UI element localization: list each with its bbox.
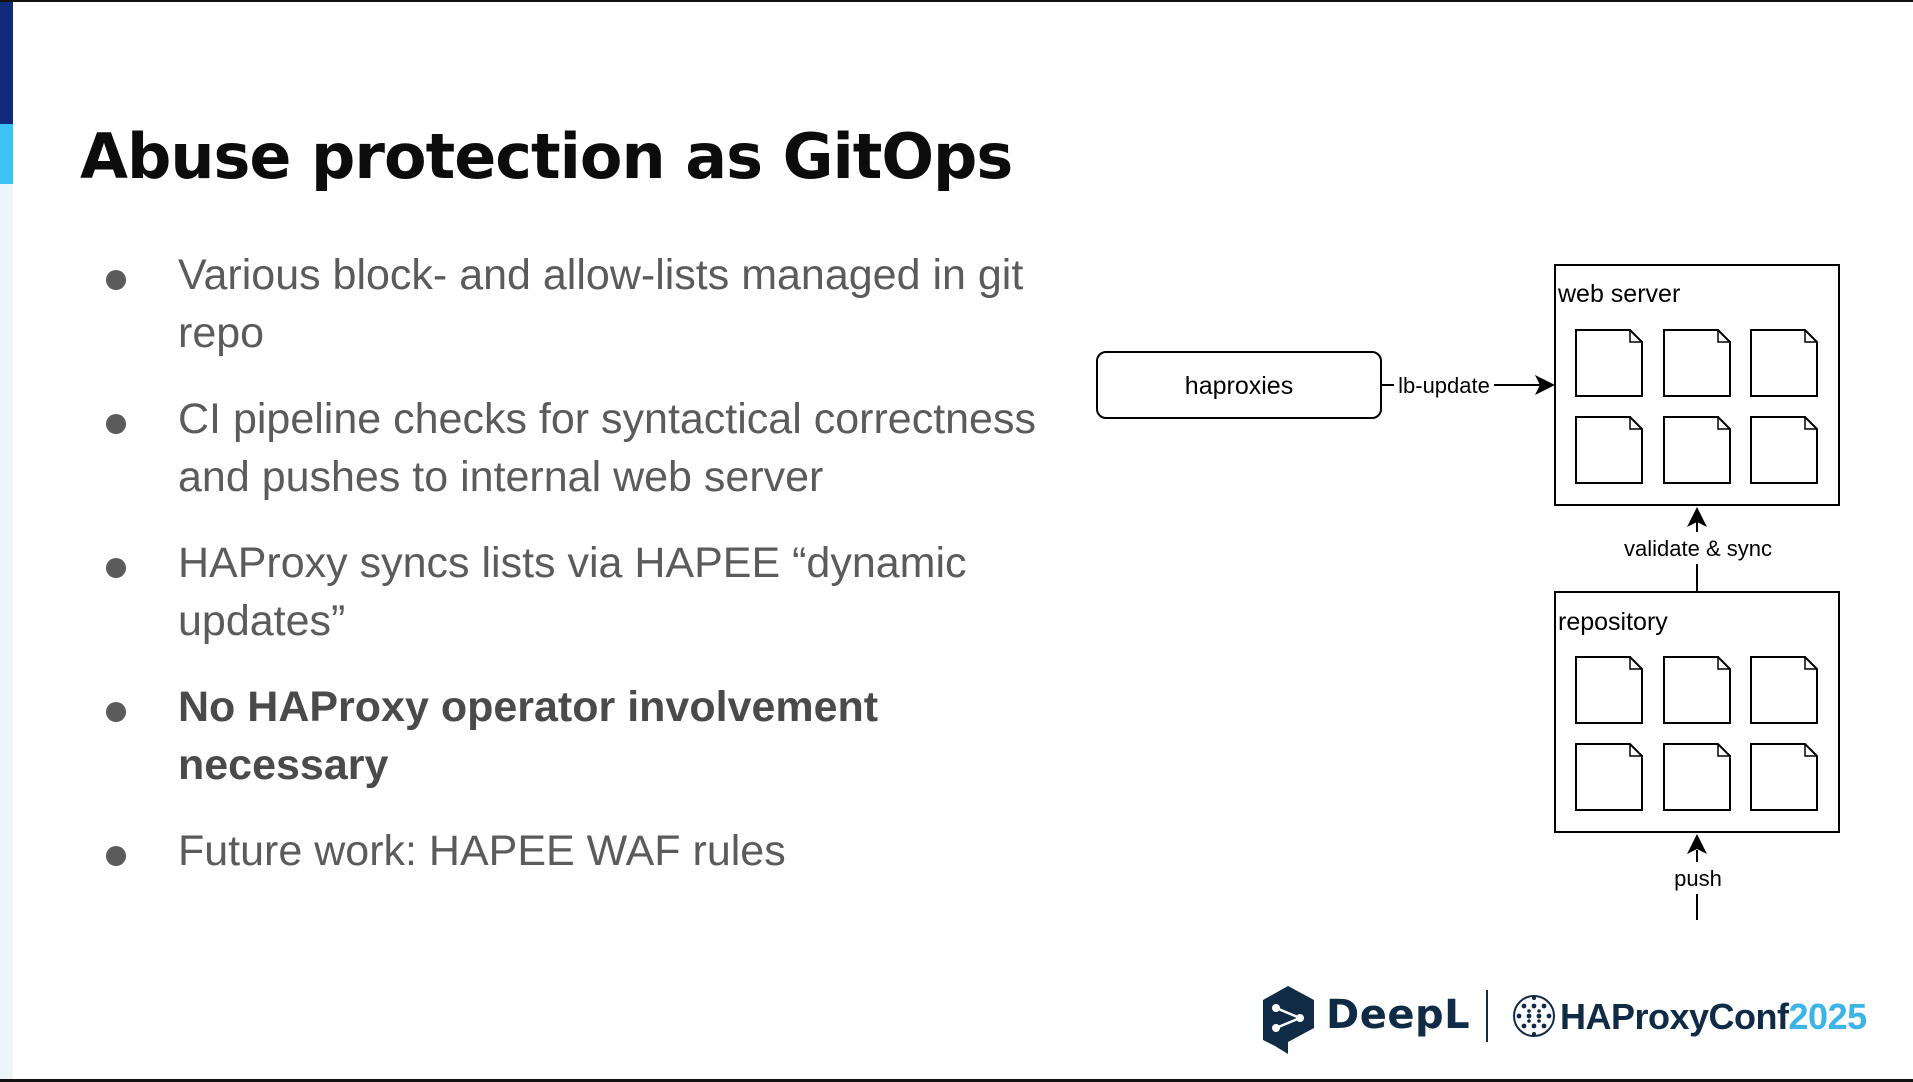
haproxies-label: haproxies	[1185, 372, 1293, 400]
bullet-text: Future work: HAPEE WAF rules	[178, 827, 786, 875]
file-icon	[1663, 329, 1731, 397]
deepl-logo-text: DeepL	[1326, 992, 1471, 1038]
lb-update-label-background	[1394, 370, 1494, 400]
logo-separator	[1486, 990, 1488, 1042]
file-icon	[1750, 416, 1818, 484]
file-icon	[1663, 656, 1731, 724]
push-label-background	[1662, 862, 1734, 894]
file-icon	[1575, 329, 1643, 397]
haproxyconf-logo-name: HAProxyConf	[1560, 996, 1789, 1037]
file-icon	[1750, 329, 1818, 397]
bullet-text: No HAProxy operator involvement necessar…	[178, 683, 879, 789]
bullet-item: Various block- and allow-lists managed i…	[100, 246, 1050, 362]
bullet-text: CI pipeline checks for syntactical corre…	[178, 395, 1036, 501]
haproxyconf-globe-icon	[1513, 995, 1555, 1037]
accent-stripe-navy	[0, 2, 13, 124]
bullet-item: CI pipeline checks for syntactical corre…	[100, 390, 1050, 506]
file-icon	[1663, 743, 1731, 811]
push-label: push	[1674, 866, 1722, 891]
bullet-dot-icon	[106, 414, 126, 434]
repository-label: repository	[1558, 608, 1668, 636]
bullet-text: HAProxy syncs lists via HAPEE “dynamic u…	[178, 539, 967, 645]
accent-stripe-cyan	[0, 124, 13, 184]
bullet-item: HAProxy syncs lists via HAPEE “dynamic u…	[100, 534, 1050, 650]
bullet-dot-icon	[106, 702, 126, 722]
file-icon	[1575, 656, 1643, 724]
bullet-dot-icon	[106, 558, 126, 578]
push-arrowhead-icon	[1687, 834, 1707, 854]
bullet-item-emphasized: No HAProxy operator involvement necessar…	[100, 678, 1050, 794]
bullet-item: Future work: HAPEE WAF rules	[100, 822, 1050, 880]
validate-sync-label-background	[1612, 532, 1784, 564]
file-icon	[1750, 743, 1818, 811]
bullet-dot-icon	[106, 270, 126, 290]
file-icon	[1663, 416, 1731, 484]
web-server-label: web server	[1557, 280, 1680, 308]
accent-stripe-background	[0, 2, 13, 1079]
bullet-list: Various block- and allow-lists managed i…	[100, 246, 1050, 908]
validate-sync-arrowhead-icon	[1687, 507, 1707, 527]
lb-update-label: lb-update	[1398, 373, 1490, 398]
file-icon	[1575, 416, 1643, 484]
haproxyconf-logo: HAProxyConf2025	[1560, 996, 1867, 1038]
file-icon	[1750, 656, 1818, 724]
deepl-logo-icon	[1263, 986, 1314, 1054]
file-icon	[1575, 743, 1643, 811]
bullet-dot-icon	[106, 846, 126, 866]
validate-sync-label: validate & sync	[1624, 536, 1772, 561]
haproxyconf-logo-year: 2025	[1788, 996, 1868, 1037]
slide-title: Abuse protection as GitOps	[80, 120, 1013, 193]
bullet-text: Various block- and allow-lists managed i…	[178, 251, 1024, 357]
lb-update-arrowhead-icon	[1535, 375, 1555, 395]
